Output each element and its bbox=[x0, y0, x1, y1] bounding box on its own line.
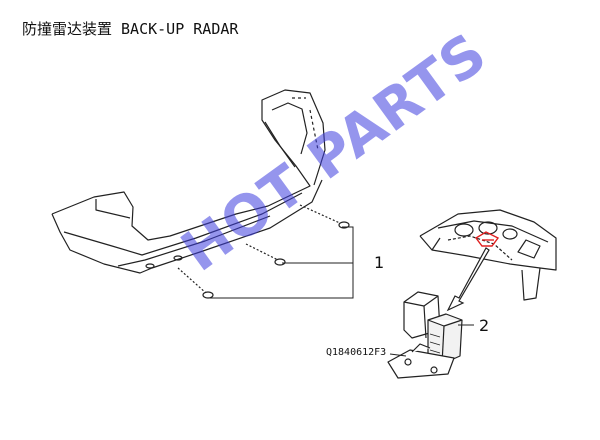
callout-1-leaders bbox=[208, 226, 354, 299]
mounting-location-highlight bbox=[474, 231, 500, 247]
sensor-a bbox=[299, 204, 350, 229]
sensor-b bbox=[245, 243, 286, 266]
callout-1-label: 1 bbox=[374, 253, 385, 272]
callout-2-leader bbox=[389, 324, 474, 357]
instrument-panel bbox=[419, 209, 557, 301]
location-arrow bbox=[446, 247, 490, 312]
sensor-c bbox=[177, 267, 214, 299]
page-title: 防撞雷达装置 BACK-UP RADAR bbox=[22, 20, 239, 38]
part-code: Q1840612F3 bbox=[326, 347, 387, 358]
rear-bumper bbox=[51, 89, 326, 274]
callout-2-label: 2 bbox=[479, 316, 490, 335]
radar-control-unit bbox=[387, 291, 463, 379]
